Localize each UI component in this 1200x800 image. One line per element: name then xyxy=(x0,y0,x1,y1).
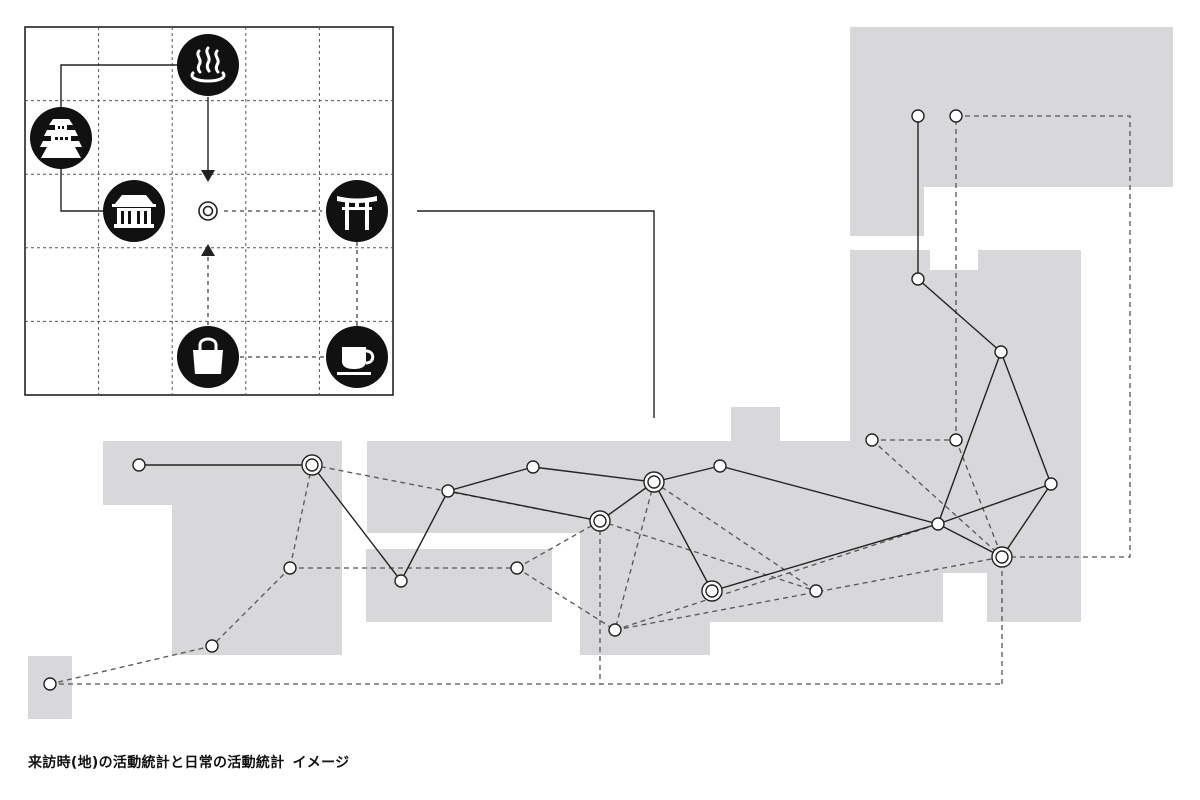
inset-connector-line xyxy=(417,210,655,418)
japan-map-land xyxy=(28,27,1173,719)
node xyxy=(608,623,622,637)
land-shikoku xyxy=(366,549,552,622)
land-honshu xyxy=(367,250,1081,655)
coffee-cup-icon xyxy=(326,326,388,388)
node xyxy=(441,484,455,498)
land-hokkaido xyxy=(850,27,1173,236)
land-kyushu xyxy=(103,441,342,655)
hot-spring-icon xyxy=(177,34,239,96)
castle-icon xyxy=(30,107,92,169)
node xyxy=(526,460,540,474)
hub-node xyxy=(701,580,723,602)
node xyxy=(911,272,925,286)
hub-node xyxy=(301,454,323,476)
node xyxy=(132,458,146,472)
node xyxy=(911,109,925,123)
node xyxy=(713,459,727,473)
node xyxy=(394,574,408,588)
shrine-torii-icon xyxy=(326,180,388,242)
current-location-marker xyxy=(198,201,218,221)
figure-caption: 来訪時(地)の活動統計と日常の活動統計イメージ xyxy=(28,752,357,772)
visit-activity-edges xyxy=(139,116,1052,592)
node xyxy=(283,561,297,575)
hub-node xyxy=(589,510,611,532)
caption-suffix: イメージ xyxy=(292,755,350,771)
node xyxy=(931,517,945,531)
network-nodes xyxy=(43,109,1058,691)
inset-grid-panel xyxy=(24,26,394,396)
temple-icon xyxy=(103,180,165,242)
node xyxy=(205,639,219,653)
hub-node xyxy=(643,471,665,493)
node xyxy=(949,433,963,447)
daily-activity-edges xyxy=(49,115,1131,685)
node xyxy=(809,584,823,598)
node xyxy=(865,433,879,447)
node xyxy=(1044,477,1058,491)
hub-node xyxy=(991,546,1013,568)
caption-main: 来訪時(地)の活動統計と日常の活動統計 xyxy=(28,755,285,771)
shopping-bag-icon xyxy=(177,326,239,388)
node xyxy=(949,109,963,123)
node xyxy=(994,345,1008,359)
node xyxy=(510,561,524,575)
node xyxy=(43,677,57,691)
